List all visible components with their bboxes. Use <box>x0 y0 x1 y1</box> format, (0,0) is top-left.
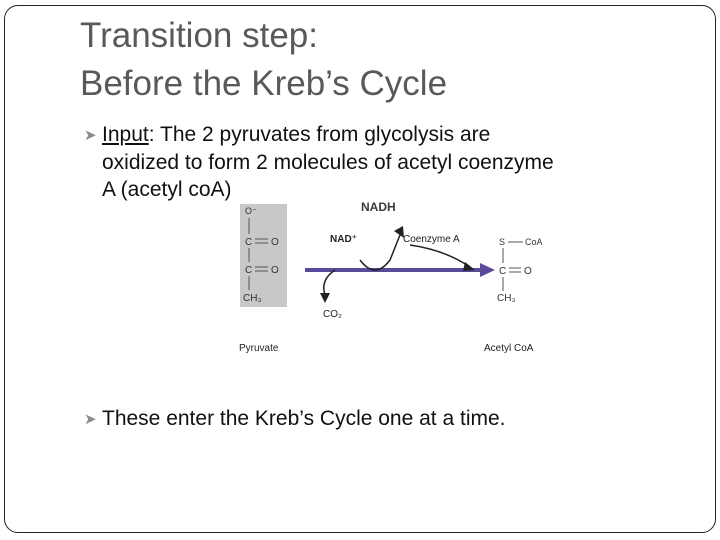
pyruvate-atom-o-minus: O⁻ <box>245 206 257 216</box>
title-line-1: Transition step: <box>80 16 318 55</box>
pyruvate-atom-c1: C <box>245 237 252 248</box>
nadh-arrowhead <box>394 226 404 238</box>
bullet1-line3: A (acetyl coA) <box>102 178 232 201</box>
bullet-input: ➤ Input: The 2 pyruvates from glycolysis … <box>84 121 684 203</box>
bullet2-text: These enter the Kreb’s Cycle one at a ti… <box>102 407 506 430</box>
acetyl-atom-ch3: CH₃ <box>497 293 516 304</box>
pyruvate-atom-c2: C <box>245 265 252 276</box>
bullet1-line2: oxidized to form 2 molecules of acetyl c… <box>102 151 554 174</box>
acetyl-coa-label: Acetyl CoA <box>484 343 534 354</box>
nad-plus-label: NAD⁺ <box>330 234 357 245</box>
pyruvate-label: Pyruvate <box>239 343 279 354</box>
reaction-arrowhead <box>480 263 495 277</box>
nadh-label: NADH <box>361 200 396 214</box>
pyruvate-atom-o1: O <box>271 237 279 248</box>
coenzyme-a-arrowhead <box>463 262 475 271</box>
pyruvate-atom-ch3: CH₃ <box>243 293 262 304</box>
bullet-arrow-icon: ➤ <box>84 411 97 428</box>
co2-label: CO₂ <box>323 309 342 320</box>
title-line-2: Before the Kreb’s Cycle <box>80 64 448 103</box>
acetyl-atom-coa: CoA <box>525 237 543 247</box>
coenzyme-a-curve <box>409 244 471 268</box>
co2-arrowhead <box>320 293 330 303</box>
pyruvate-oxidation-diagram: O⁻ C O C O CH₃ NADH NAD⁺ Coenzyme A CO₂ … <box>225 190 565 360</box>
co2-curve <box>323 269 336 296</box>
nad-to-nadh-curve <box>359 234 401 271</box>
acetyl-atom-c: C <box>499 266 506 277</box>
acetyl-atom-s: S <box>499 237 505 247</box>
pyruvate-highlight-box <box>240 204 287 307</box>
bullet-arrow-icon: ➤ <box>84 127 97 144</box>
acetyl-atom-o: O <box>524 266 532 277</box>
slide-title: Transition step: Before the Kreb’s Cycle <box>80 12 447 108</box>
input-label: Input <box>102 123 149 146</box>
coenzyme-a-label: Coenzyme A <box>403 234 460 245</box>
bullet-krebs: ➤ These enter the Kreb’s Cycle one at a t… <box>84 405 684 433</box>
bullet1-text-a: : The 2 pyruvates from glycolysis are <box>148 123 491 146</box>
pyruvate-atom-o2: O <box>271 265 279 276</box>
